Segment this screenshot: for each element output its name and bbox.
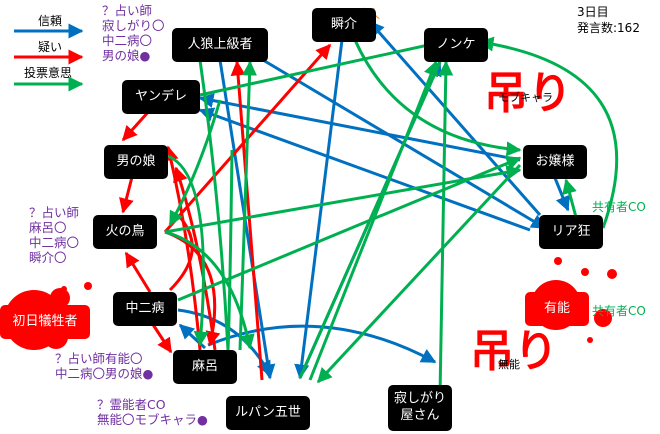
shared-co-label-yuunou: 共有者CO [592,304,646,318]
edge-vote [226,149,234,351]
node-lupin[interactable]: ルパン五世 [226,396,310,430]
node-riakyou[interactable]: リア狂 [539,215,603,249]
edge-trust [553,177,570,212]
edge-doubt [230,60,264,381]
edge-doubt [124,251,152,293]
mob-character-label: モブキャラ [498,91,553,104]
edge-vote [353,39,522,157]
edge-vote [164,153,209,347]
edge-vote [198,59,230,351]
node-jinro-expert[interactable]: 人狼上級者 [172,28,268,62]
node-shunsuke[interactable]: 瞬介 [312,8,376,42]
legend-trust-label: 信頼 [38,14,63,28]
edge-vote [199,37,444,97]
edge-doubt [121,108,152,142]
edge-vote [164,230,255,350]
munou-label: 無能 [498,358,520,371]
node-hinotori[interactable]: 火の鳥 [93,215,157,249]
seer-note-maro: ？占い師有能〇 中二病〇男の娘● [55,351,154,381]
edge-vote [177,156,522,302]
edge-vote [438,60,454,396]
node-chuuni[interactable]: 中二病 [113,292,177,326]
seer-note-hinotori: ？占い師 麻呂〇 中二病〇 瞬介〇 [29,205,80,265]
node-sabishigari[interactable]: 寂しがり 屋さん [388,385,452,431]
node-nonke[interactable]: ノンケ [424,28,488,62]
medium-note-lupin: ？霊能者CO 無能〇モブキャラ● [97,397,208,427]
edge-vote [316,163,522,384]
edge-doubt [119,176,134,214]
edge-trust [198,93,521,162]
node-ojousama[interactable]: お嬢様 [523,145,587,179]
shared-co-label-riakyou: 共有者CO [592,200,646,214]
legend-vote-label: 投票意思 [24,66,73,80]
edge-trust [207,324,437,364]
node-yuunou[interactable]: 有能 [525,292,589,326]
seer-note-top: ？占い師 寂しがり〇 中二病〇 男の娘● [102,3,165,63]
edge-vote [478,36,619,229]
edge-doubt [168,213,194,292]
node-maro[interactable]: 麻呂 [173,350,237,384]
edge-vote [238,60,258,351]
node-first-victim[interactable]: 初日犠牲者 [0,305,90,339]
edge-trust [177,308,272,377]
legend-doubt-label: 疑い [38,40,63,54]
edge-trust [368,20,542,216]
hang-label-nonke: 吊り [484,68,572,119]
edge-vote [168,99,222,227]
node-yandere[interactable]: ヤンデレ [122,80,200,114]
node-otokonoko[interactable]: 男の娘 [104,145,168,179]
edge-vote [164,164,522,234]
day-label: 3日目 [577,5,609,19]
speech-count: 発言数:162 [577,21,640,35]
edge-vote [308,60,438,381]
hang-label-sabishigari: 吊り [470,326,558,377]
edge-trust [294,39,344,380]
